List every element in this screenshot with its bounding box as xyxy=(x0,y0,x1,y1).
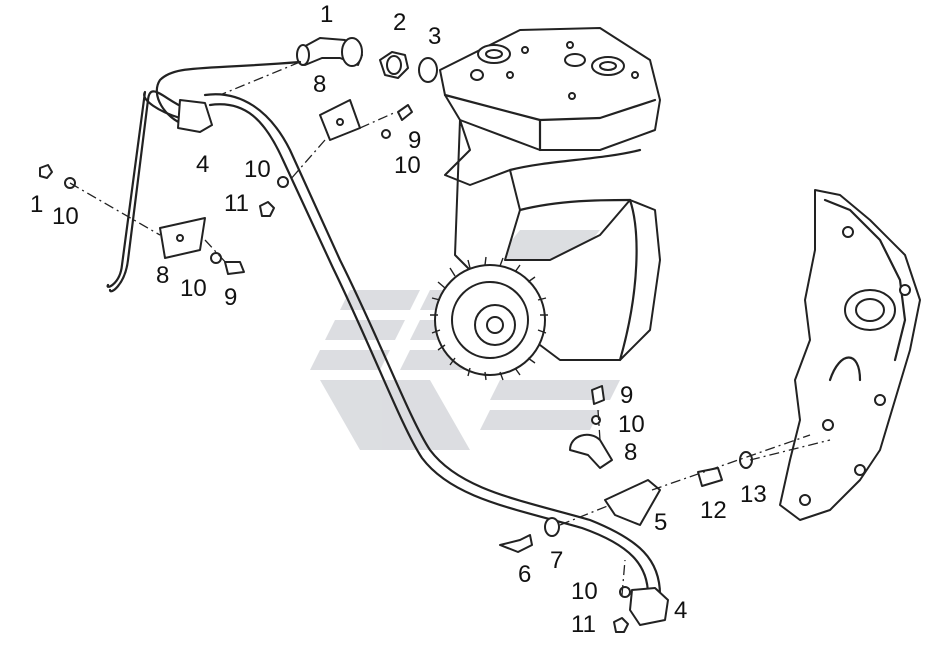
callout-labels: 1 2 3 8 9 10 4 10 11 1 10 8 10 9 9 10 8 … xyxy=(30,1,767,638)
timing-housing xyxy=(779,189,921,521)
compressor-head xyxy=(439,27,661,152)
callout-3: 3 xyxy=(428,23,441,50)
callout-9: 9 xyxy=(408,127,421,154)
callout-10: 10 xyxy=(618,411,645,438)
hex-nut-2 xyxy=(379,51,409,79)
callout-8: 8 xyxy=(156,262,169,289)
bracket-left xyxy=(159,217,206,259)
callout-10: 10 xyxy=(180,275,207,302)
bracket-upper xyxy=(319,99,361,141)
callout-10: 10 xyxy=(244,156,271,183)
leader-lines xyxy=(69,61,831,596)
callout-10: 10 xyxy=(394,152,421,179)
callout-4: 4 xyxy=(196,151,209,178)
callout-1: 1 xyxy=(30,191,43,218)
callout-8: 8 xyxy=(624,439,637,466)
callout-8: 8 xyxy=(313,71,326,98)
callout-5: 5 xyxy=(654,509,667,536)
callout-13: 13 xyxy=(740,481,767,508)
bracket-lower xyxy=(604,479,661,526)
pipe-lower xyxy=(203,93,669,626)
callout-2: 2 xyxy=(393,9,406,36)
callout-9: 9 xyxy=(224,284,237,311)
callout-10: 10 xyxy=(52,203,79,230)
drive-gear xyxy=(430,256,548,381)
callout-1: 1 xyxy=(320,1,333,28)
seal-ring-3 xyxy=(418,57,438,83)
fasteners xyxy=(39,104,753,633)
callout-9: 9 xyxy=(620,382,633,409)
clamp-right xyxy=(569,433,613,469)
fitting-elbow xyxy=(296,37,363,67)
callout-10: 10 xyxy=(571,578,598,605)
callout-12: 12 xyxy=(700,497,727,524)
pipe-upper xyxy=(106,60,302,293)
callout-11: 11 xyxy=(571,611,596,638)
callout-6: 6 xyxy=(518,561,531,588)
callout-4: 4 xyxy=(674,597,687,624)
callout-11: 11 xyxy=(224,190,249,217)
callout-7: 7 xyxy=(550,547,563,574)
